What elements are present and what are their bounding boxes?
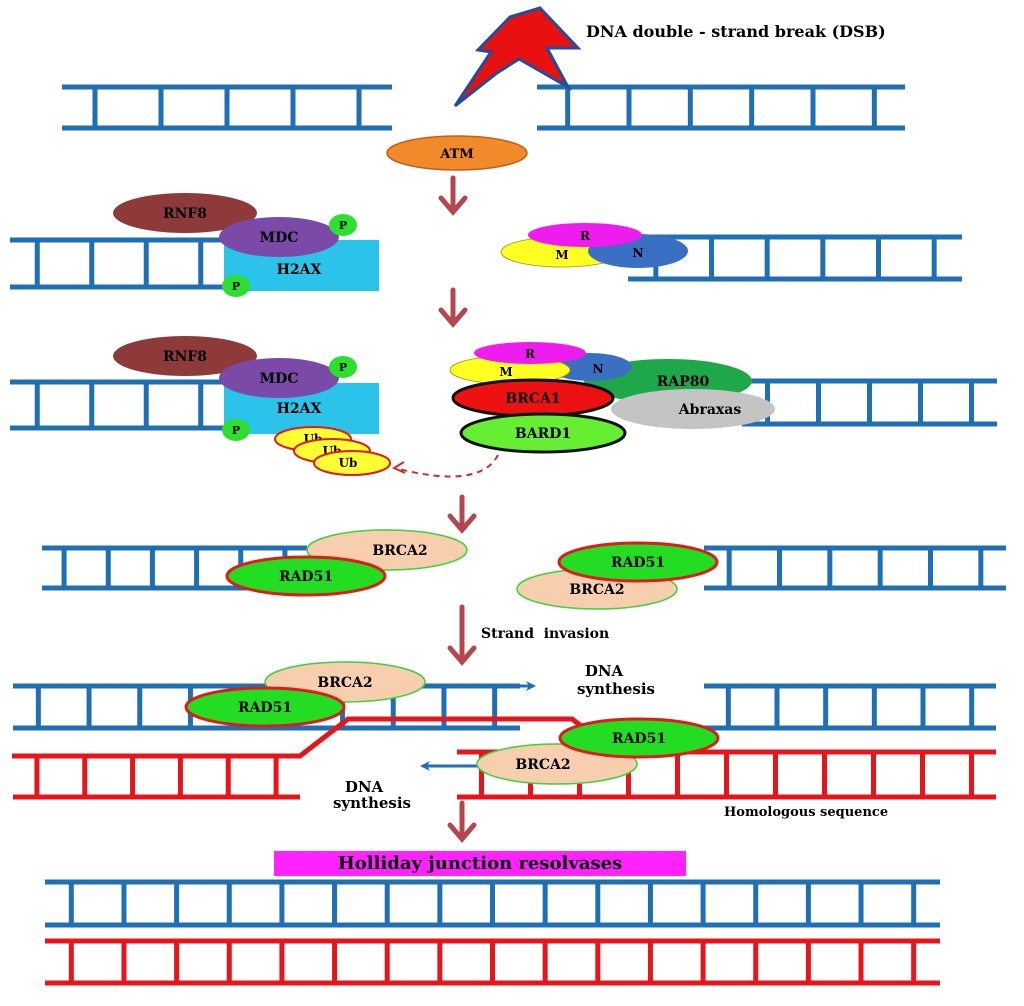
holliday-label: Holliday junction resolvases [338,853,622,874]
brca2-label: BRCA2 [569,582,624,598]
rnf8-label: RNF8 [163,349,207,365]
rad51-protein [557,541,719,583]
phospho-group [329,214,357,236]
mdc-label: MDC [260,371,299,387]
dna-synthesis-label-left: DNA [345,778,384,796]
m-label: M [555,248,568,262]
phospho-label: P [339,219,347,232]
brca2-label: BRCA2 [372,543,427,559]
dsb-title: DNA double - strand break (DSB) [586,22,886,41]
dna-synthesis-label-left-2: synthesis [333,794,411,812]
dna-ladder [704,683,996,731]
phospho-label: P [232,424,240,437]
phospho-group [222,419,250,441]
mdc-protein [219,358,339,398]
brca2-label: BRCA2 [317,675,372,691]
dna-synthesis-label-right-2: synthesis [577,680,655,698]
phospho-group [222,275,250,297]
dna-ladder [13,753,300,800]
dna-ladder [10,379,228,431]
rnf8-label: RNF8 [163,206,207,222]
rad51-label: RAD51 [279,569,333,585]
down-arrow-icon [438,287,468,328]
m-label: M [499,365,512,379]
n-label: N [633,246,644,260]
n-label: N [593,362,604,376]
phospho-label: P [339,361,347,374]
homologous-sequence-label: Homologous sequence [724,805,888,820]
bard1-protein [459,412,627,454]
rnf8-protein [113,193,257,233]
dna-ladders [10,84,1006,986]
r-label: R [525,347,536,361]
rad51-protein [225,555,387,597]
brca1-label: BRCA1 [505,391,560,407]
rnf8-protein [113,336,257,376]
atm-label: ATM [439,147,473,162]
r-protein [474,342,586,364]
rad51-label: RAD51 [238,700,292,716]
holliday-box [274,851,686,876]
mdc-label: MDC [260,230,299,246]
phospho-group [329,356,357,378]
phospho-label: P [232,280,240,293]
dna-ladder [742,378,997,427]
rad51-label: RAD51 [612,731,666,747]
rad51-protein [558,717,720,759]
strand-invasion-label: Strand invasion [481,626,609,642]
down-arrow-icon [438,175,468,216]
dna-ladder [10,237,228,290]
rap80-label: RAP80 [657,374,710,390]
rad51-protein [184,686,346,728]
abraxas-protein [611,389,775,429]
ubiquitin [313,450,391,476]
dna-ladder [62,84,392,131]
r-label: R [580,229,591,243]
dna-ladder [45,879,940,928]
step-arrows [438,175,477,843]
recruitment-dashed-arrow [394,454,499,478]
brca2-label: BRCA2 [515,757,570,773]
lightning-bolt-icon [453,6,582,108]
r-protein [528,223,642,247]
down-arrow-icon [447,800,477,843]
h2ax-label: H2AX [277,262,322,278]
mdc-protein [219,217,339,257]
ub-label: Ub [339,456,358,470]
dna-ladder [537,84,905,131]
bard1-label: BARD1 [515,426,571,442]
dna-ladder [704,545,1006,591]
rad51-label: RAD51 [611,555,665,571]
atm-protein [386,135,528,171]
dna-synthesis-label-right: DNA [585,662,624,680]
h2ax-label: H2AX [277,401,322,417]
abraxas-label: Abraxas [678,402,742,418]
down-arrow-icon [447,494,477,534]
dna-ladder [45,938,940,986]
dashed-arrow-head-icon [391,461,406,474]
down-arrow-icon [447,604,477,666]
